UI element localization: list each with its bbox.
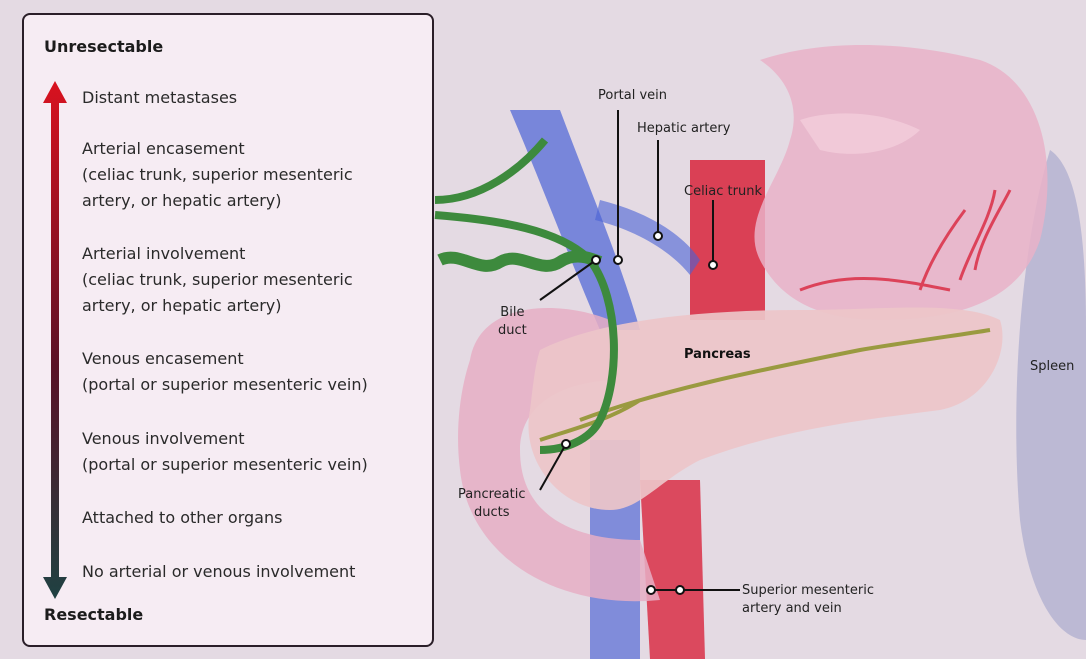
stomach-shape [754, 45, 1047, 320]
hepatic-artery-marker [654, 232, 662, 240]
scale-level-6: Attached to other organs [82, 505, 422, 531]
scale-level-2: Arterial encasement (celiac trunk, super… [82, 136, 422, 214]
unresectable-heading: Unresectable [44, 37, 163, 56]
pancreatic-duct-marker [562, 440, 570, 448]
label-bile-duct: Bile duct [498, 304, 527, 340]
label-hepatic-artery: Hepatic artery [637, 120, 730, 138]
portal-vein-marker [614, 256, 622, 264]
label-pancreas: Pancreas [684, 346, 751, 364]
bile-duct-marker [592, 256, 600, 264]
label-pancreatic-ducts: Pancreatic ducts [458, 486, 526, 522]
sm-vein-marker [647, 586, 655, 594]
sm-artery-marker [676, 586, 684, 594]
label-sma-vein: Superior mesenteric artery and vein [742, 582, 874, 618]
label-portal-vein: Portal vein [598, 87, 667, 105]
scale-level-7: No arterial or venous involvement [82, 559, 422, 585]
label-celiac-trunk: Celiac trunk [684, 183, 762, 201]
label-spleen: Spleen [1030, 358, 1074, 376]
scale-level-1: Distant metastases [82, 85, 422, 111]
resectability-scale-panel: Unresectable Distant metastases Arterial… [22, 13, 434, 647]
resectable-heading: Resectable [44, 605, 143, 624]
celiac-trunk-marker [709, 261, 717, 269]
scale-level-3: Arterial involvement (celiac trunk, supe… [82, 241, 422, 319]
scale-level-4: Venous encasement (portal or superior me… [82, 346, 422, 398]
scale-level-5: Venous involvement (portal or superior m… [82, 426, 422, 478]
gradient-arrow [40, 81, 70, 601]
